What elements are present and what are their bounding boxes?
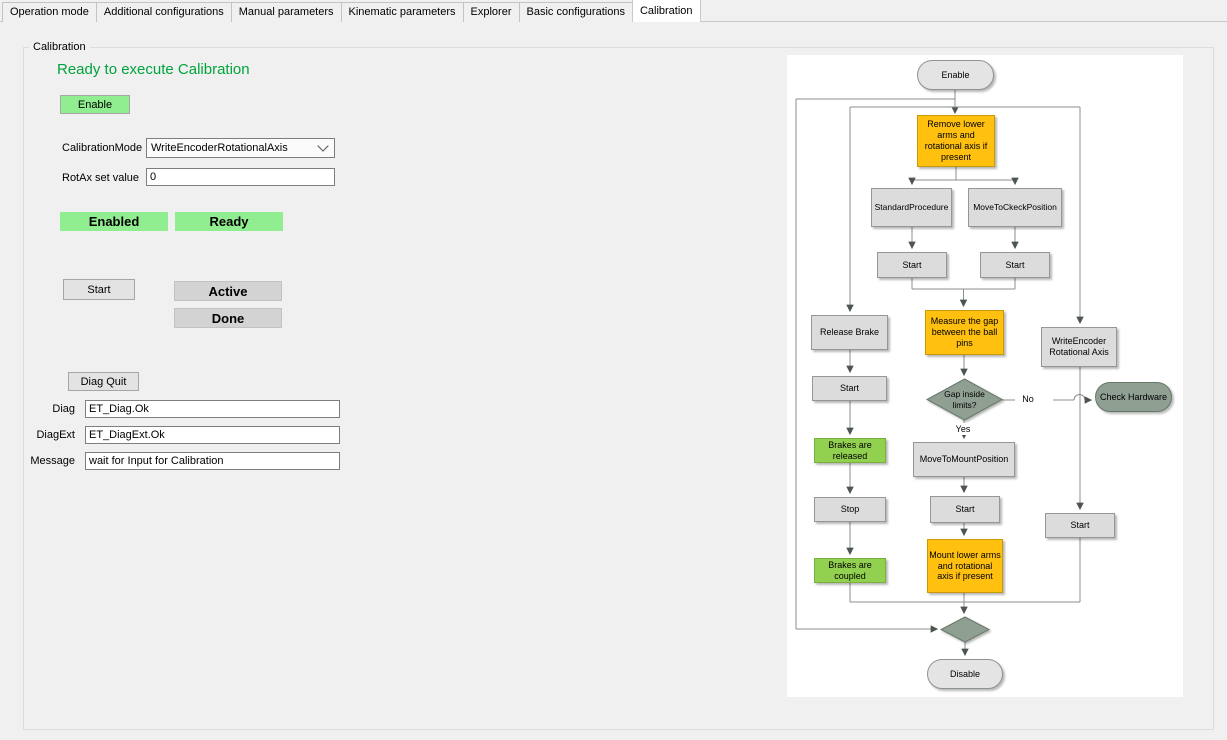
calibration-groupbox: Calibration (23, 41, 1214, 730)
flow-mount-lower-action: Mount lower arms and rotational axis if … (927, 539, 1003, 593)
flow-check-hardware-terminal: Check Hardware (1095, 382, 1172, 412)
flow-start-check: Start (980, 252, 1050, 278)
flow-disable-terminal: Disable (927, 659, 1003, 689)
active-status-badge: Active (174, 281, 282, 301)
tab-manual-parameters[interactable]: Manual parameters (230, 2, 342, 22)
edge-label-yes: Yes (950, 423, 976, 435)
tab-basic-configurations[interactable]: Basic configurations (518, 2, 633, 22)
tab-operation-mode[interactable]: Operation mode (2, 2, 97, 22)
done-status-badge: Done (174, 308, 282, 328)
flow-start-write: Start (1045, 513, 1115, 538)
calibration-mode-label: CalibrationMode (62, 142, 143, 154)
diag-label: Diag (52, 403, 75, 415)
message-label: Message (30, 455, 75, 467)
diag-quit-button[interactable]: Diag Quit (68, 372, 139, 391)
flow-gap-decision-label: Gap inside limits? (944, 389, 985, 410)
calibration-mode-dropdown[interactable]: WriteEncoderRotationalAxis (146, 138, 335, 158)
enable-button[interactable]: Enable (60, 95, 130, 114)
flow-start-standard: Start (877, 252, 947, 278)
diagext-label: DiagExt (36, 429, 75, 441)
flow-start-brake: Start (812, 376, 887, 401)
flow-remove-lower-action: Remove lower arms and rotational axis if… (917, 115, 995, 167)
message-field[interactable]: wait for Input for Calibration (85, 452, 340, 470)
enabled-status-badge: Enabled (60, 212, 168, 231)
diag-field[interactable]: ET_Diag.Ok (85, 400, 340, 418)
rotax-input[interactable]: 0 (146, 168, 335, 186)
tab-additional-configurations[interactable]: Additional configurations (95, 2, 232, 22)
tab-strip: Operation mode Additional configurations… (0, 0, 1227, 22)
flow-enable-terminal: Enable (917, 60, 994, 90)
tab-explorer[interactable]: Explorer (462, 2, 520, 22)
flow-measure-gap-action: Measure the gap between the ball pins (925, 310, 1004, 355)
start-button[interactable]: Start (63, 279, 135, 300)
tab-kinematic-parameters[interactable]: Kinematic parameters (340, 2, 464, 22)
calibration-flowchart-panel: Enable Remove lower arms and rotational … (787, 55, 1183, 697)
merge-decision-diamond (939, 616, 991, 643)
groupbox-label: Calibration (29, 41, 90, 53)
flow-start-mount: Start (930, 496, 1000, 523)
tab-calibration[interactable]: Calibration (631, 0, 701, 22)
flow-brakes-coupled: Brakes are coupled (814, 558, 886, 583)
rotax-label: RotAx set value (62, 172, 140, 184)
flow-move-to-mount-position: MoveToMountPosition (913, 442, 1015, 477)
ready-status-badge: Ready (175, 212, 283, 231)
calibration-mode-value: WriteEncoderRotationalAxis (151, 142, 288, 154)
flow-write-encoder: WriteEncoder Rotational Axis (1041, 327, 1117, 367)
flow-release-brake: Release Brake (811, 315, 888, 350)
flow-brakes-released: Brakes are released (814, 438, 886, 463)
gap-decision-diamond (925, 378, 1004, 421)
flow-stop: Stop (814, 497, 886, 522)
flow-move-to-check-position: MoveToCkeckPosition (968, 188, 1062, 227)
chevron-down-icon (317, 140, 329, 152)
flow-standard-procedure: StandardProcedure (871, 188, 952, 227)
status-heading: Ready to execute Calibration (57, 61, 250, 78)
diagext-field[interactable]: ET_DiagExt.Ok (85, 426, 340, 444)
edge-label-no: No (1015, 393, 1041, 405)
